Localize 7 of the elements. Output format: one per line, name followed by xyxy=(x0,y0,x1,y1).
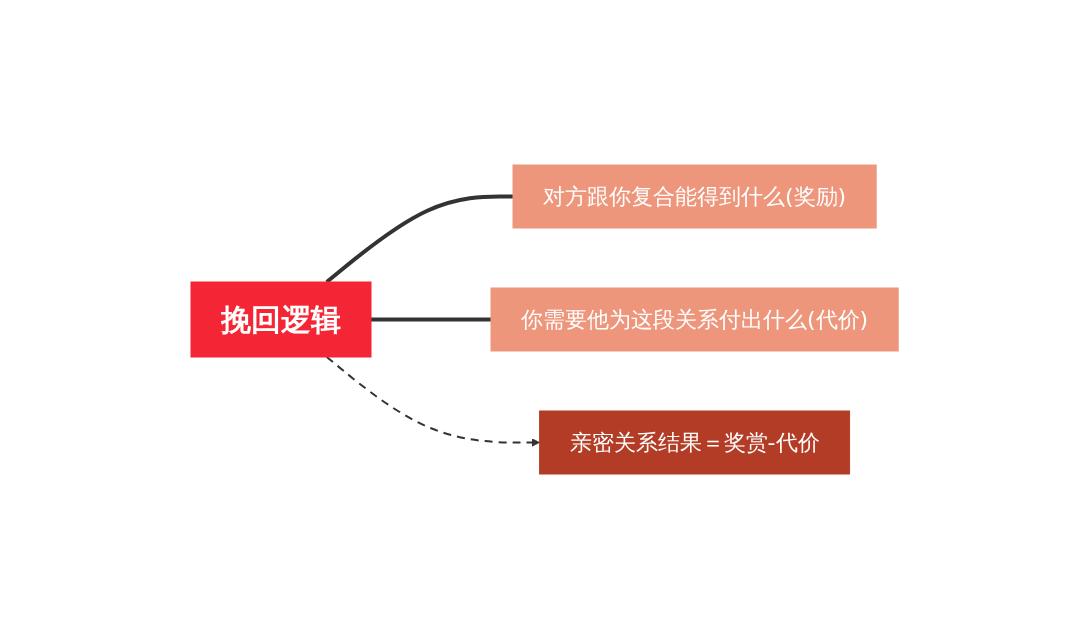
node-box: 对方跟你复合能得到什么(奖励) xyxy=(512,164,878,229)
node-box: 亲密关系结果＝奖赏-代价 xyxy=(539,410,851,475)
arrow xyxy=(326,356,541,447)
connector xyxy=(325,194,514,284)
node-box: 你需要他为这段关系付出什么(代价) xyxy=(490,287,900,352)
node-box: 挽回逻辑 xyxy=(190,281,372,358)
connector xyxy=(371,317,492,322)
